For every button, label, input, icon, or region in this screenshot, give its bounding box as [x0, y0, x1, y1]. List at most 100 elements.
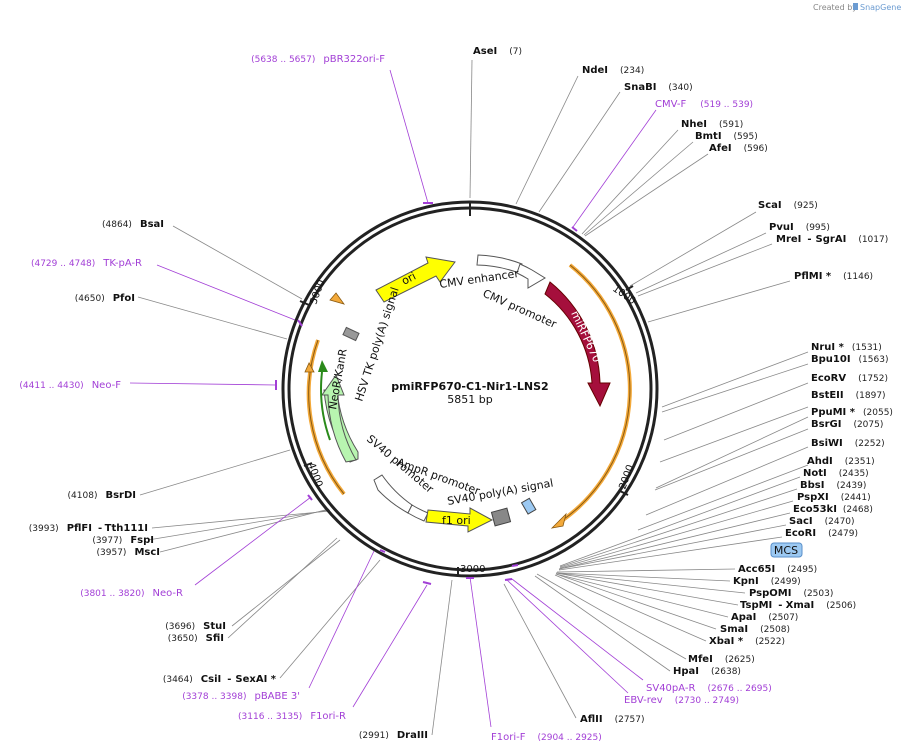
svg-text:SV40pA-R(2676 .. 2695): SV40pA-R (2676 .. 2695) [646, 683, 772, 694]
enzyme-pflfi-name[interactable]: PflFI [67, 523, 92, 534]
svg-text:NdeI(234): NdeI(234) [582, 65, 644, 76]
svg-text:(3650)SfiI: (3650)SfiI [168, 633, 224, 644]
primer-neor-name[interactable]: Neo-R [153, 588, 184, 599]
enzyme-sgrai-name[interactable]: SgrAI [816, 234, 847, 245]
svg-text:AflII(2757): AflII(2757) [580, 714, 645, 725]
primer-sv40par-name[interactable]: SV40pA-R [646, 683, 695, 694]
enzyme-bsteii-name[interactable]: BstEII [811, 390, 844, 401]
enzyme-snabi-name[interactable]: SnaBI [624, 82, 656, 93]
primer-sv40par-pos: (2676 .. 2695) [707, 684, 771, 694]
enzyme-kpni-name[interactable]: KpnI [733, 576, 759, 587]
neor-inner-arrowhead [318, 360, 328, 372]
svg-text:Eco53kI(2468): Eco53kI(2468) [793, 504, 873, 515]
primer-f1orir-name[interactable]: F1ori-R [310, 711, 346, 722]
enzyme-xmai-name[interactable]: XmaI [786, 600, 815, 611]
enzyme-bsiwi-name[interactable]: BsiWI [811, 438, 843, 449]
enzyme-noti-name[interactable]: NotI [803, 468, 827, 479]
svg-text:NotI(2435): NotI(2435) [803, 468, 869, 479]
enzyme-tth111i-name[interactable]: Tth111I [105, 523, 148, 534]
primer-f1orif-name[interactable]: F1ori-F [491, 732, 526, 743]
enzyme-bsrdi-name[interactable]: BsrDI [105, 490, 136, 501]
primer-cmvf-pos: (519 .. 539) [700, 100, 753, 110]
enzyme-bsai-name[interactable]: BsaI [140, 219, 164, 230]
enzyme-hpai-pos: (2638) [711, 667, 741, 677]
enzyme-pfoi-name[interactable]: PfoI [113, 293, 135, 304]
enzyme-pspxi-pos: (2441) [841, 493, 871, 503]
enzyme-hpai-name[interactable]: HpaI [673, 666, 699, 677]
enzyme-ppumi-pos: (2055) [863, 408, 893, 418]
enzyme-pvui-name[interactable]: PvuI [769, 222, 794, 233]
snapgene-logo-icon [853, 3, 858, 10]
enzyme-nhei-pos: (591) [719, 120, 743, 130]
enzyme-mfei-pos: (2625) [725, 655, 755, 665]
svg-text:MfeI(2625): MfeI (2625) [688, 654, 755, 665]
enzyme-mfei-name[interactable]: MfeI [688, 654, 713, 665]
enzyme-ahdi-name[interactable]: AhdI [807, 456, 833, 467]
enzyme-bsrgi-name[interactable]: BsrGI [811, 419, 841, 430]
enzyme-draiii-name[interactable]: DraIII [397, 730, 428, 741]
enzyme-eco53ki-name[interactable]: Eco53kI [793, 504, 837, 515]
svg-text:(4729 .. 4748)TK-pA-R: (4729 .. 4748) TK-pA-R [31, 258, 142, 269]
svg-text:SmaI(2508): SmaI(2508) [720, 624, 790, 635]
svg-text:CMV-F(519 .. 539): CMV-F (519 .. 539) [655, 99, 753, 110]
enzyme-bbsi-name[interactable]: BbsI [800, 480, 824, 491]
enzyme-ahdi-pos: (2351) [845, 457, 875, 467]
enzyme-nhei-name[interactable]: NheI [681, 119, 707, 130]
enzyme-pflfi-sep: - [98, 523, 102, 534]
enzyme-aflii-name[interactable]: AflII [580, 714, 603, 725]
backbone-tick-marks [299, 203, 634, 575]
enzyme-csii-name[interactable]: CsiI [201, 674, 221, 685]
primer-f1orif-pos: (2904 .. 2925) [537, 733, 601, 743]
primer-neof-name[interactable]: Neo-F [92, 380, 122, 391]
enzyme-pfoi-pos: (4650) [75, 294, 105, 304]
svg-text:SacI(2470): SacI(2470) [789, 516, 855, 527]
primer-tkpa-name[interactable]: TK-pA-R [102, 258, 142, 269]
enzyme-pflmi-name[interactable]: PflMI * [794, 271, 832, 282]
svg-text:PflMI *(1146): PflMI *(1146) [794, 271, 873, 282]
enzyme-ndei-name[interactable]: NdeI [582, 65, 608, 76]
enzyme-pspxi-name[interactable]: PspXI [797, 492, 829, 503]
enzyme-msci-pos: (3957) [97, 548, 127, 558]
svg-text:(4650)PfoI: (4650) PfoI [75, 293, 135, 304]
svg-text:PspOMI(2503): PspOMI(2503) [749, 588, 833, 599]
enzyme-snabi-pos: (340) [668, 83, 692, 93]
enzyme-nrui-name[interactable]: NruI * [811, 342, 845, 353]
enzyme-saci-name[interactable]: SacI [789, 516, 813, 527]
enzyme-stui-name[interactable]: StuI [203, 621, 226, 632]
enzyme-scai-name[interactable]: ScaI [758, 200, 782, 211]
enzyme-ppumi-name[interactable]: PpuMI * [811, 407, 856, 418]
enzyme-acc65i-name[interactable]: Acc65I [738, 564, 775, 575]
primer-tkpa-pos: (4729 .. 4748) [31, 259, 95, 269]
enzyme-fspi-pos: (3977) [92, 536, 122, 546]
enzyme-sfii-name[interactable]: SfiI [206, 633, 224, 644]
mcs-badge[interactable] [770, 542, 803, 558]
enzyme-ecorv-pos: (1752) [858, 374, 888, 384]
enzyme-tspmi-sep: - [778, 600, 782, 611]
enzyme-pspomi-name[interactable]: PspOMI [749, 588, 791, 599]
enzyme-tspmi-name[interactable]: TspMI [740, 600, 772, 611]
enzyme-sexai-name[interactable]: SexAI * [235, 674, 276, 685]
enzyme-msci-name[interactable]: MscI [134, 547, 160, 558]
primer-cmvf-name[interactable]: CMV-F [655, 99, 686, 110]
enzyme-apai-name[interactable]: ApaI [731, 612, 756, 623]
svg-text:(3977)FspI: (3977) FspI [92, 535, 154, 546]
enzyme-mrei-sep: - [807, 234, 811, 245]
primer-pbr322-name[interactable]: pBR322ori-F [323, 54, 385, 65]
svg-text:AfeI(596): AfeI(596) [709, 143, 768, 154]
enzyme-bpu10i-name[interactable]: Bpu10I [811, 354, 851, 365]
enzyme-asei-name[interactable]: AseI [473, 46, 497, 57]
svg-text:TspMI-XmaI(2506): TspMI-XmaI(2506) [740, 600, 856, 611]
enzyme-fspi-name[interactable]: FspI [130, 535, 154, 546]
primer-ebvrev-name[interactable]: EBV-rev [624, 695, 663, 706]
enzyme-ecorv-name[interactable]: EcoRV [811, 373, 846, 384]
enzyme-afei-name[interactable]: AfeI [709, 143, 732, 154]
enzyme-xbai-name[interactable]: XbaI * [709, 636, 744, 647]
enzyme-ecori-name[interactable]: EcoRI [785, 528, 816, 539]
enzyme-smai-name[interactable]: SmaI [720, 624, 748, 635]
ampr-promoter-feature [407, 504, 429, 522]
enzyme-mrei-name[interactable]: MreI [776, 234, 801, 245]
enzyme-mrei-pos: (1017) [858, 235, 888, 245]
enzyme-pflfi-pos: (3993) [29, 524, 59, 534]
enzyme-bmti-name[interactable]: BmtI [695, 131, 722, 142]
primer-pbabe-name[interactable]: pBABE 3' [254, 691, 300, 702]
